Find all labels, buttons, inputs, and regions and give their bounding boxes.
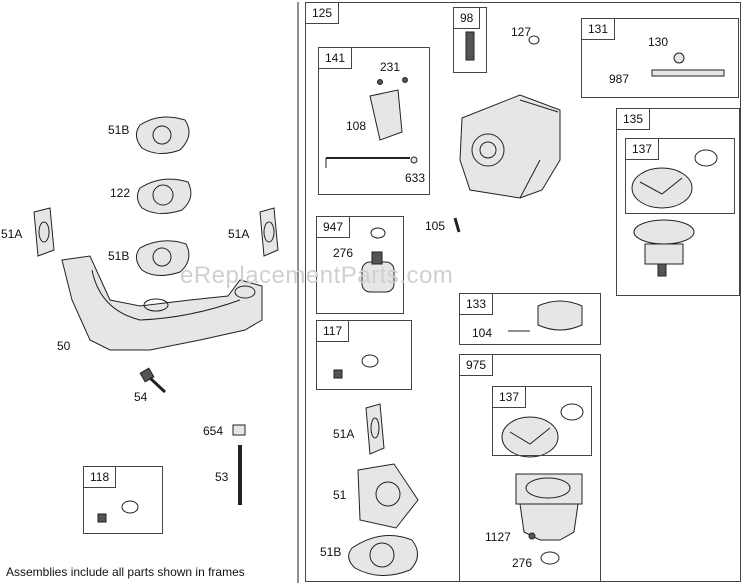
frame-118-tag: 118: [84, 467, 117, 488]
gasket-51a-left: [33, 207, 55, 257]
kit-947: [361, 227, 395, 293]
kit-133: [508, 300, 583, 332]
label-231: 231: [380, 60, 401, 74]
kit-118: [97, 500, 139, 523]
label-51a-mid: 51A: [333, 427, 355, 441]
kit-137b: [501, 403, 584, 458]
manifold-50: [61, 255, 263, 351]
gasket-51b-top: [136, 116, 190, 154]
label-130: 130: [648, 35, 669, 49]
label-51-mid: 51: [333, 488, 347, 502]
frame-135: 135: [616, 108, 740, 296]
gasket-51a-mid: [365, 403, 385, 455]
kit-137a: [631, 149, 718, 209]
kit-141: [325, 77, 418, 168]
gasket-51b-bottom: [348, 535, 418, 576]
frame-947-tag: 947: [317, 217, 351, 238]
frame-98: 98: [453, 7, 487, 73]
frame-137a: 137: [625, 138, 735, 214]
nut-654: [232, 424, 246, 436]
frame-135-tag: 135: [617, 109, 651, 130]
frame-131-tag: 131: [582, 19, 616, 40]
frame-131: 131: [581, 18, 739, 98]
label-104: 104: [472, 326, 493, 340]
label-51b-bottom: 51B: [320, 545, 342, 559]
oring-127: [528, 35, 540, 45]
screw-105: [453, 217, 461, 233]
label-633: 633: [405, 171, 426, 185]
frame-98-tag: 98: [454, 8, 481, 29]
label-276-975: 276: [512, 556, 533, 570]
frame-125-tag: 125: [306, 3, 340, 24]
frame-117: 117: [316, 320, 412, 390]
gasket-51a-right: [259, 207, 279, 257]
label-51a-left: 51A: [1, 227, 23, 241]
label-108: 108: [346, 119, 367, 133]
label-53: 53: [215, 470, 229, 484]
label-127: 127: [511, 25, 532, 39]
frame-137b: 137: [492, 386, 592, 456]
label-50: 50: [57, 339, 71, 353]
frame-133: 133: [459, 293, 601, 345]
diaphragm-135: [633, 219, 695, 277]
bowl-975: [515, 473, 583, 565]
frame-118: 118: [83, 466, 163, 534]
label-105: 105: [425, 219, 446, 233]
label-51a-right: 51A: [228, 227, 250, 241]
label-1127: 1127: [485, 530, 511, 544]
label-987: 987: [609, 72, 630, 86]
frame-975: 975: [459, 354, 601, 582]
needle-98: [465, 31, 475, 61]
label-276-947: 276: [333, 246, 354, 260]
frame-141-tag: 141: [319, 48, 353, 69]
label-654: 654: [203, 424, 224, 438]
frame-141: 141: [318, 47, 430, 195]
kit-117: [333, 354, 379, 379]
frame-137b-tag: 137: [493, 387, 527, 408]
gasket-51-mid: [357, 463, 419, 529]
frame-117-tag: 117: [317, 321, 350, 342]
frame-947: 947: [316, 216, 404, 314]
spacer-122: [136, 178, 192, 214]
frame-137a-tag: 137: [626, 139, 660, 160]
label-122: 122: [110, 186, 131, 200]
label-54: 54: [134, 390, 148, 404]
footer-note: Assemblies include all parts shown in fr…: [6, 565, 245, 579]
carburetor: [459, 94, 561, 199]
watermark: eReplacementParts.com: [180, 262, 454, 289]
kit-131: [651, 52, 725, 77]
gasket-51b-mid: [136, 240, 190, 276]
label-51b-top: 51B: [108, 123, 130, 137]
label-51b-mid: 51B: [108, 249, 130, 263]
frame-133-tag: 133: [460, 294, 494, 315]
frame-975-tag: 975: [460, 355, 494, 376]
bolt-54: [139, 367, 167, 394]
